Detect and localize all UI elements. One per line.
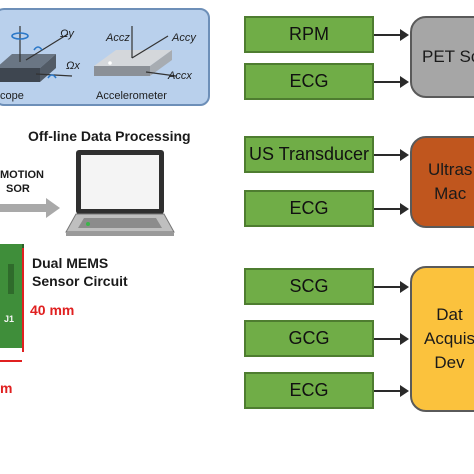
acc-block-front — [94, 66, 150, 76]
ultrasound-machine-box: Ultras Mac — [410, 136, 474, 228]
processing-title: Off-line Data Processing — [28, 128, 191, 144]
pet-scanner-box: PET Sc — [410, 16, 474, 98]
laptop-status-light — [86, 222, 90, 226]
board-trace — [8, 264, 14, 294]
data-flow-arrow-body — [0, 204, 46, 212]
arrow-scg-daq — [374, 286, 400, 288]
arrow-ecg-pet — [374, 81, 400, 83]
motion-sensor-label: MOTION SOR — [0, 168, 44, 196]
sensor-circuit-board: J1 — [0, 244, 24, 348]
laptop-base-edge — [66, 232, 174, 236]
data-flow-arrow — [0, 198, 60, 218]
width-measure-line — [0, 360, 22, 362]
acc-z-label: Accz — [106, 32, 130, 44]
acc-y-axis — [131, 35, 169, 59]
accelerometer-label: Accelerometer — [96, 90, 167, 102]
ultrasound-machine-label: Ultras Mac — [428, 160, 473, 203]
acc-marker-dot — [108, 61, 112, 65]
board-marker: J1 — [4, 314, 15, 324]
input-ecg-ultrasound: ECG — [244, 190, 374, 227]
input-ecg-pet: ECG — [244, 63, 374, 100]
height-measure-line — [22, 248, 24, 352]
motion-label-line1: MOTION — [0, 169, 44, 181]
laptop-icon — [65, 150, 175, 236]
input-us-transducer: US Transducer — [244, 136, 374, 173]
gyro-x-label: Ωx — [66, 60, 80, 72]
circuit-height-label: m — [0, 380, 13, 396]
arrow-gcg-daq-head — [400, 333, 409, 345]
arrow-rpm-pet-head — [400, 29, 409, 41]
input-ecg-daq: ECG — [244, 372, 374, 409]
gyro-rotation-x — [47, 74, 57, 79]
gyroscope-label: cope — [0, 90, 24, 102]
circuit-title: Dual MEMS Sensor Circuit — [32, 254, 128, 290]
acc-x-axis — [145, 71, 177, 77]
sensor-illustration — [0, 26, 177, 82]
gyro-y-label: Ωy — [60, 28, 74, 40]
gyro-y-axis — [25, 33, 69, 61]
arrow-scg-daq-head — [400, 281, 409, 293]
arrow-ecg-pet-head — [400, 76, 409, 88]
laptop-screen — [81, 155, 159, 209]
sensor-illustration-panel: Ωy Ωx Accz Accy Accx cope Accelerometer — [0, 8, 210, 106]
input-scg: SCG — [244, 268, 374, 305]
acc-x-label: Accx — [168, 70, 192, 82]
circuit-title-line1: Dual MEMS — [32, 255, 109, 271]
data-acquisition-box: Dat Acquis Dev — [410, 266, 474, 412]
arrow-rpm-pet — [374, 34, 400, 36]
input-gcg: GCG — [244, 320, 374, 357]
acc-block-side — [150, 50, 172, 76]
arrow-gcg-daq — [374, 338, 400, 340]
arrow-ecg-daq-head — [400, 385, 409, 397]
data-acquisition-label: Dat Acquis Dev — [424, 305, 474, 372]
arrow-ecg-daq — [374, 390, 400, 392]
laptop-keyboard — [78, 218, 162, 228]
gyro-block-top — [0, 54, 56, 68]
gyro-block-front — [0, 68, 40, 82]
input-rpm: RPM — [244, 16, 374, 53]
circuit-title-line2: Sensor Circuit — [32, 273, 128, 289]
arrow-us-ultrasound — [374, 154, 400, 156]
data-flow-arrow-head — [46, 198, 60, 218]
acc-y-label: Accy — [172, 32, 196, 44]
arrow-ecg-ultrasound — [374, 208, 400, 210]
gyro-rotation-ring — [11, 32, 29, 40]
circuit-width-label: 40 mm — [30, 302, 75, 318]
pet-scanner-label: PET Sc — [422, 47, 474, 66]
motion-label-line2: SOR — [6, 183, 30, 195]
arrow-us-ultrasound-head — [400, 149, 409, 161]
arrow-ecg-ultrasound-head — [400, 203, 409, 215]
gyro-rotation-y — [33, 46, 43, 51]
